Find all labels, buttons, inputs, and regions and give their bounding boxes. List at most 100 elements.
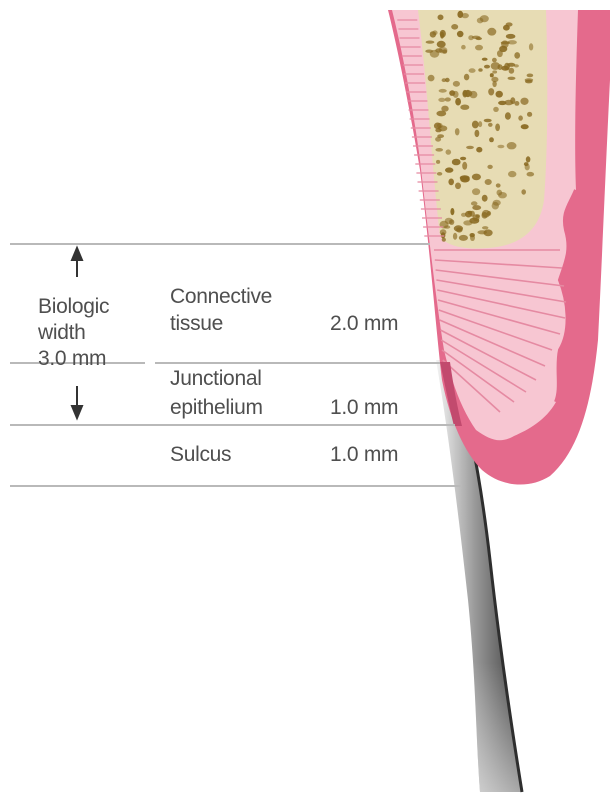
junctional-epithelium-measure: 1.0 mm <box>330 396 398 419</box>
bone-speckle <box>518 115 523 120</box>
bone-speckle <box>509 68 515 74</box>
bone-speckle <box>487 28 496 36</box>
bone-speckle <box>439 47 448 53</box>
biologic-width-label-line1: Biologic <box>38 295 109 318</box>
bone-speckle <box>449 90 455 96</box>
bone-speckle <box>440 229 447 235</box>
bone-speckle <box>520 98 528 105</box>
bone-speckle <box>459 235 468 241</box>
bone-speckle <box>527 172 535 177</box>
bone-speckle <box>477 230 487 234</box>
bone-speckle <box>497 50 503 57</box>
connective-tissue-label-line2: tissue <box>170 312 223 335</box>
bone-speckle <box>425 50 433 53</box>
bone-speckle <box>526 156 531 162</box>
bone-speckle <box>475 130 480 137</box>
bone-speckle <box>506 22 513 26</box>
bone-speckle <box>478 121 482 127</box>
bone-speckle <box>525 78 534 81</box>
bone-speckle <box>432 30 437 35</box>
bone-speckle <box>472 188 480 195</box>
biologic-width-label-line2: width <box>37 321 86 344</box>
bone-speckle <box>469 91 477 98</box>
sulcus-measure: 1.0 mm <box>330 443 398 466</box>
bone-speckle <box>492 70 497 73</box>
bone-speckle <box>437 134 444 138</box>
bone-speckle <box>507 63 515 67</box>
bone-speckle <box>446 149 452 154</box>
bone-speckle <box>450 208 454 215</box>
bone-speckle <box>470 233 475 237</box>
bone-speckle <box>452 159 461 166</box>
bone-speckle <box>428 75 435 82</box>
bone-speckle <box>507 142 517 149</box>
bone-speckle <box>491 62 500 70</box>
bone-speckle <box>461 213 466 217</box>
bone-speckle <box>488 123 493 127</box>
bone-speckle <box>462 162 467 170</box>
bone-speckle <box>454 225 463 231</box>
bone-speckle <box>505 112 511 120</box>
bone-speckle <box>491 77 498 82</box>
bone-speckle <box>473 214 480 221</box>
bone-speckle <box>496 91 503 98</box>
bone-speckle <box>482 226 488 229</box>
bone-speckle <box>426 41 435 44</box>
bone-speckle <box>460 157 466 160</box>
bone-speckle <box>496 183 501 187</box>
bone-speckle <box>521 124 529 129</box>
bone-speckle <box>485 179 492 185</box>
bone-speckle <box>501 66 509 71</box>
connective-tissue-label-line1: Connective <box>170 285 272 308</box>
bone-speckle <box>457 31 464 37</box>
bone-speckle <box>437 172 442 176</box>
bone-speckle <box>472 174 481 181</box>
bone-speckle <box>464 74 469 81</box>
bone-speckle <box>482 195 488 202</box>
bone-speckle <box>487 165 492 169</box>
bone-speckle <box>498 192 507 198</box>
bone-speckle <box>455 98 461 106</box>
bone-speckle <box>493 200 501 206</box>
bone-speckle <box>527 74 534 78</box>
arrow-down-head <box>72 406 82 418</box>
bone-speckle <box>495 124 500 132</box>
bone-speckle <box>489 137 494 142</box>
bone-speckle <box>453 81 460 87</box>
arrow-up-head <box>72 248 82 260</box>
sulcus-label: Sulcus <box>170 443 231 466</box>
bone-speckle <box>441 106 448 112</box>
bone-speckle <box>457 11 463 18</box>
bone-speckle <box>440 32 444 39</box>
bone-speckle <box>508 77 516 80</box>
bone-speckle <box>472 121 479 129</box>
junctional-epithelium-label-line1: Junctional <box>170 367 262 390</box>
bone-speckle <box>492 58 497 63</box>
bone-speckle <box>445 97 451 101</box>
bone-speckle <box>453 233 457 240</box>
alveolar-bone <box>418 10 547 249</box>
bone-speckle <box>477 18 484 24</box>
bone-speckle <box>529 43 533 50</box>
bone-speckle <box>525 164 530 171</box>
bone-speckle <box>482 210 490 218</box>
bone-speckle <box>508 171 516 177</box>
bone-speckle <box>493 107 499 112</box>
bone-speckle <box>439 89 447 93</box>
bone-speckle <box>471 201 478 205</box>
bone-speckle <box>438 14 444 20</box>
bone-speckle <box>455 183 461 190</box>
bone-speckle <box>497 145 504 148</box>
bone-speckle <box>475 45 483 51</box>
bone-speckle <box>469 68 476 73</box>
bone-speckle <box>527 112 532 117</box>
bone-speckle <box>461 45 466 50</box>
bone-speckle <box>437 41 446 48</box>
bone-speckle <box>476 147 482 153</box>
bone-speckle <box>445 167 453 172</box>
bone-speckle <box>451 24 458 30</box>
bone-speckle <box>472 36 481 39</box>
bone-speckle <box>506 34 516 39</box>
connective-tissue-measure: 2.0 mm <box>330 312 398 335</box>
